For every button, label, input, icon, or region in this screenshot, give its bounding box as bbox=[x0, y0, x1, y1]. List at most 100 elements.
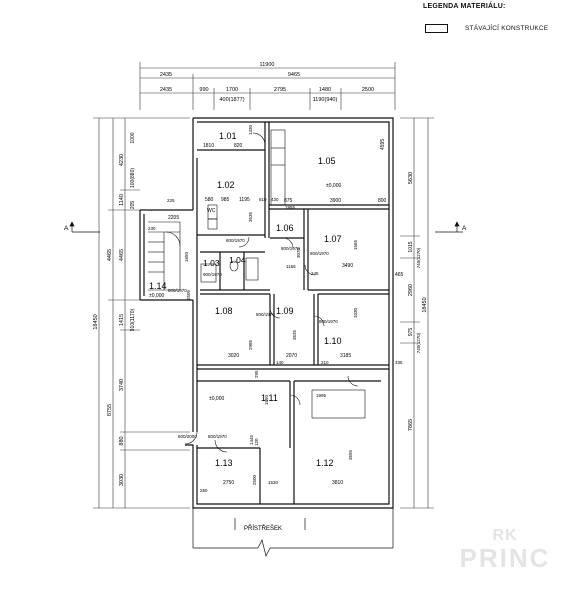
idim: 2500 bbox=[252, 474, 257, 485]
doors bbox=[184, 132, 359, 453]
wc-label: WC bbox=[207, 208, 216, 214]
idim: 120 bbox=[254, 438, 259, 446]
right-dimensions bbox=[400, 117, 434, 509]
dim-left-misc-a: 100(880) bbox=[130, 168, 136, 188]
idim: 3490 bbox=[342, 263, 353, 269]
legend-title: LEGENDA MATERIÁLU: bbox=[423, 3, 506, 10]
dim-left-misc-b: 910(1170) bbox=[130, 308, 136, 331]
canopy-label: PŘÍSTŘEŠEK bbox=[244, 524, 282, 532]
level-mark-1: ±0,000 bbox=[326, 183, 341, 189]
dim-right-2-b: 2960 bbox=[408, 284, 414, 296]
legend-label: STÁVAJÍCÍ KONSTRUKCE bbox=[465, 25, 549, 32]
room-1-14: 1.14 bbox=[149, 281, 167, 291]
idim: 800 bbox=[378, 198, 387, 204]
idim: 1995 bbox=[316, 393, 327, 398]
idim: 1155 bbox=[286, 264, 296, 269]
idim: 875 bbox=[284, 198, 293, 204]
top-dimensions bbox=[139, 62, 396, 110]
idim: 1530 bbox=[268, 480, 279, 485]
stair-dim: 230 bbox=[148, 226, 156, 231]
idim: 580 bbox=[205, 197, 214, 203]
idim: 3900 bbox=[330, 198, 341, 204]
idim: 3185 bbox=[340, 353, 351, 359]
dim-left-3-d: 1415 bbox=[119, 314, 125, 326]
idim: 210 bbox=[321, 360, 329, 365]
stair-dim: 225 bbox=[167, 198, 175, 203]
idim: 140 bbox=[276, 360, 284, 365]
stair-dim: 2505 bbox=[186, 289, 191, 300]
dim-left-misc-c: 1000 bbox=[130, 132, 136, 143]
door-label: 800/1970 bbox=[208, 434, 227, 439]
room-1-05: 1.05 bbox=[318, 156, 336, 166]
room-1-10: 1.10 bbox=[324, 336, 342, 346]
idim: 295 bbox=[254, 370, 259, 378]
idim: 1330 bbox=[248, 124, 253, 135]
idim: 465 bbox=[395, 272, 404, 278]
legend-swatch bbox=[425, 24, 448, 33]
level-mark-2: ±0,000 bbox=[209, 396, 224, 402]
left-dimensions bbox=[93, 117, 190, 509]
dim-right-2-a: 5630 bbox=[408, 172, 414, 184]
idim: 4595 bbox=[380, 139, 386, 150]
idim: 1955 bbox=[285, 205, 296, 210]
idim: 3535 bbox=[248, 211, 253, 222]
dim-right-3-b: 975 bbox=[408, 328, 414, 337]
idim: 2205 bbox=[168, 215, 179, 221]
fixtures bbox=[148, 129, 366, 419]
room-1-08: 1.08 bbox=[215, 306, 233, 316]
idim: 1550 bbox=[264, 394, 269, 405]
dim-top-3-f: 2500 bbox=[362, 87, 374, 93]
dim-top-3-c: 1700 bbox=[226, 87, 238, 93]
room-1-09: 1.09 bbox=[276, 306, 294, 316]
dim-top-3-d: 2795 bbox=[274, 87, 286, 93]
idim: 335 bbox=[395, 360, 403, 365]
idim: 3695 bbox=[348, 449, 353, 460]
door-label: 800/1970 bbox=[226, 238, 245, 243]
dim-right-2-c: 7865 bbox=[408, 419, 414, 431]
dim-top-3-a: 2435 bbox=[160, 87, 172, 93]
idim: 3020 bbox=[228, 353, 239, 359]
idim: 3070 bbox=[296, 247, 301, 258]
dim-right-misc-a: 740(1270) bbox=[416, 247, 421, 268]
room-1-03: 1.03 bbox=[203, 258, 220, 268]
idim: 1195 bbox=[239, 197, 250, 203]
dim-right-3-a: 1015 bbox=[408, 241, 414, 252]
dim-right-misc-b: 740(1270) bbox=[416, 332, 421, 353]
door-label: 800/1970 bbox=[310, 251, 329, 256]
dim-top-2-a: 2435 bbox=[160, 72, 172, 78]
dim-top-sub-a: 400(1877) bbox=[219, 97, 244, 103]
room-1-02: 1.02 bbox=[217, 180, 235, 190]
watermark-logo: RK PRINC bbox=[453, 527, 557, 583]
door-label: 900/1970 bbox=[203, 272, 222, 277]
section-label-left: A bbox=[64, 225, 69, 232]
idim: 2985 bbox=[248, 339, 253, 350]
room-1-06: 1.06 bbox=[276, 223, 294, 233]
idim: 1565 bbox=[353, 239, 358, 250]
level-mark-3: ±0,000 bbox=[149, 293, 164, 299]
dim-top-3-e: 1480 bbox=[319, 87, 331, 93]
idim: 3810 bbox=[332, 480, 343, 486]
dim-left-3-e: 3740 bbox=[119, 379, 125, 391]
idim: 820 bbox=[234, 143, 243, 149]
section-marker-left bbox=[69, 221, 100, 233]
room-1-11: 1.11 bbox=[261, 393, 278, 403]
dim-left-total: 18450 bbox=[93, 314, 99, 329]
idim: 3635 bbox=[292, 329, 297, 340]
idim: 280 bbox=[200, 488, 208, 493]
room-1-13: 1.13 bbox=[215, 458, 233, 468]
dim-left-misc-d: 205 bbox=[130, 201, 136, 210]
door-label: 800/1970 bbox=[168, 288, 187, 293]
room-1-04: 1.04 bbox=[229, 255, 246, 265]
canopy bbox=[192, 508, 394, 558]
dim-top-sub-b: 1190(940) bbox=[313, 97, 338, 103]
section-label-right: A bbox=[462, 225, 467, 232]
watermark-line2: PRINC bbox=[459, 543, 551, 573]
idim: 985 bbox=[221, 197, 230, 203]
door-label: 800/2000 bbox=[178, 434, 197, 439]
dim-top-3-b: 990 bbox=[199, 87, 208, 93]
walls bbox=[139, 117, 394, 509]
dim-left-3-b: 1140 bbox=[119, 194, 125, 206]
section-marker-right bbox=[435, 221, 463, 233]
dim-top-2-b: 9465 bbox=[288, 72, 300, 78]
